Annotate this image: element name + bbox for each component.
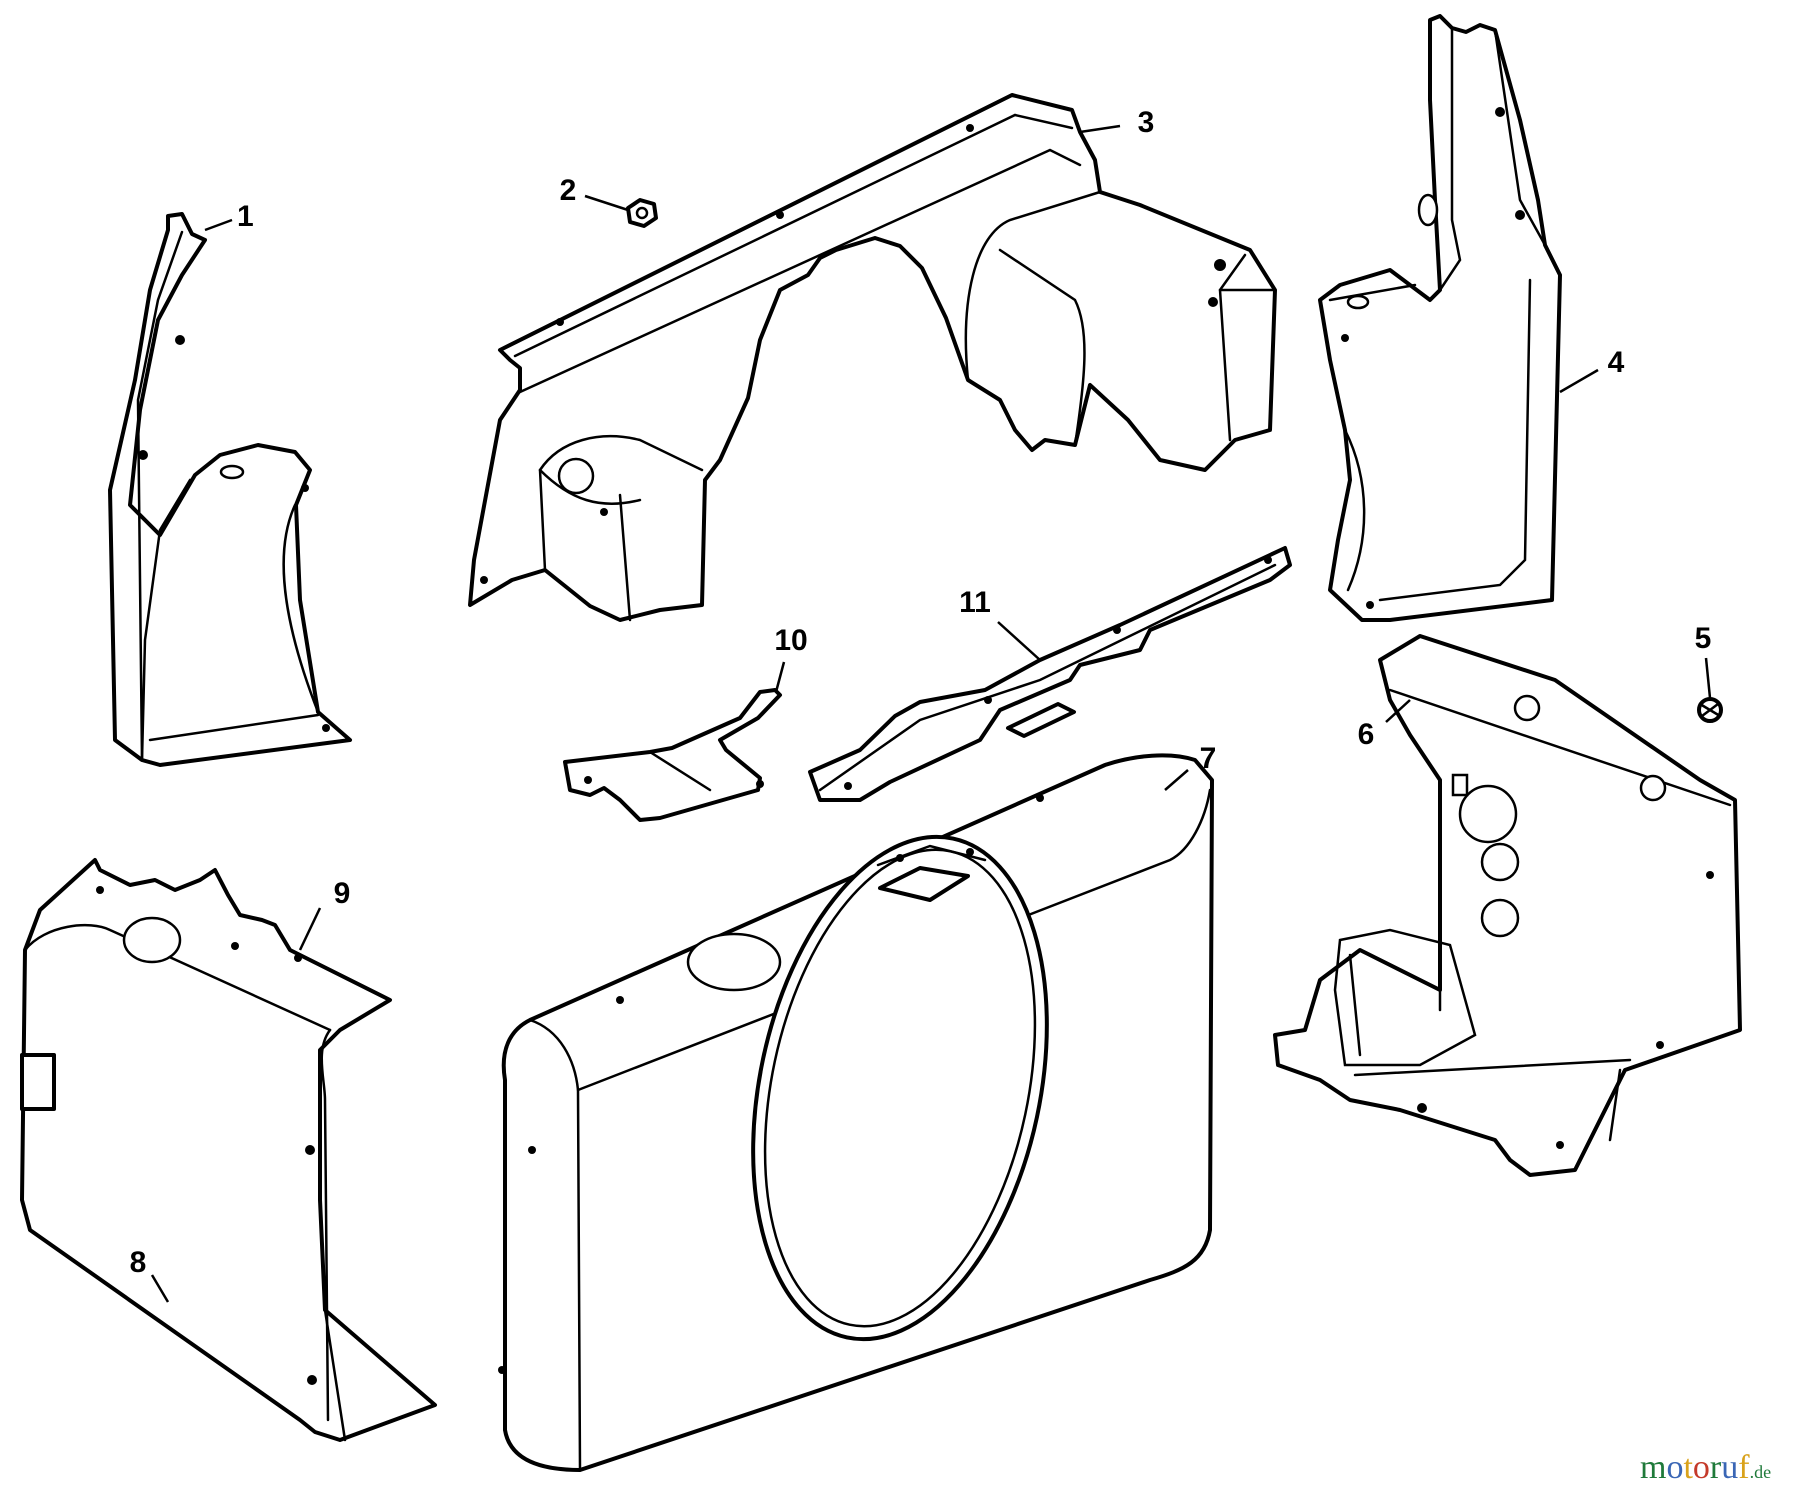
callout-2: 2 xyxy=(560,174,577,207)
watermark-letter: o xyxy=(1693,1449,1710,1486)
svg-text:motoruf.de: motoruf.de xyxy=(1640,1449,1771,1486)
callout-labels: 1 2 3 4 5 6 7 8 9 10 11 xyxy=(130,106,1712,1279)
leader-6 xyxy=(1385,699,1411,723)
leader-1 xyxy=(204,218,233,232)
callout-10: 10 xyxy=(774,624,807,657)
leader-2 xyxy=(584,194,629,212)
callout-9: 9 xyxy=(334,877,351,910)
part-1-shroud-left xyxy=(108,212,352,767)
callout-7: 7 xyxy=(1200,742,1217,775)
leader-8 xyxy=(150,1274,170,1303)
part-11-long-bracket xyxy=(808,546,1292,802)
watermark-letter: u xyxy=(1721,1449,1738,1486)
leader-4 xyxy=(1559,368,1599,394)
leader-7 xyxy=(1164,769,1189,791)
watermark-letter: r xyxy=(1710,1449,1722,1486)
watermark-letter: o xyxy=(1666,1449,1683,1486)
callout-4: 4 xyxy=(1608,346,1625,379)
part-2-hex-nut xyxy=(626,198,658,228)
callout-6: 6 xyxy=(1358,718,1375,751)
callout-11: 11 xyxy=(959,586,991,619)
leader-9 xyxy=(298,907,322,951)
leader-3 xyxy=(1079,124,1121,134)
part-3-top-shroud xyxy=(468,93,1277,622)
callout-3: 3 xyxy=(1138,106,1155,139)
watermark-letter: f xyxy=(1738,1449,1750,1486)
callout-1: 1 xyxy=(237,200,254,233)
watermark-logo: motoruf.de xyxy=(1640,1449,1771,1486)
watermark-suffix: .de xyxy=(1750,1462,1772,1482)
part-5-clip xyxy=(1697,697,1723,723)
part-10-small-bracket xyxy=(563,688,782,822)
callout-8: 8 xyxy=(130,1246,147,1279)
part-4-shroud-right xyxy=(1318,14,1562,622)
callout-5: 5 xyxy=(1695,622,1712,655)
part-7-blower-housing xyxy=(498,753,1214,1472)
watermark-letter: m xyxy=(1640,1449,1666,1486)
leader-11 xyxy=(997,621,1041,661)
callout-leaders xyxy=(150,124,1712,1303)
part-6-lower-shroud-right xyxy=(1273,634,1742,1177)
leader-5 xyxy=(1704,657,1712,699)
part-9-lower-shroud-left xyxy=(20,858,437,1442)
leader-10 xyxy=(774,661,786,693)
watermark-letter: t xyxy=(1683,1449,1693,1486)
